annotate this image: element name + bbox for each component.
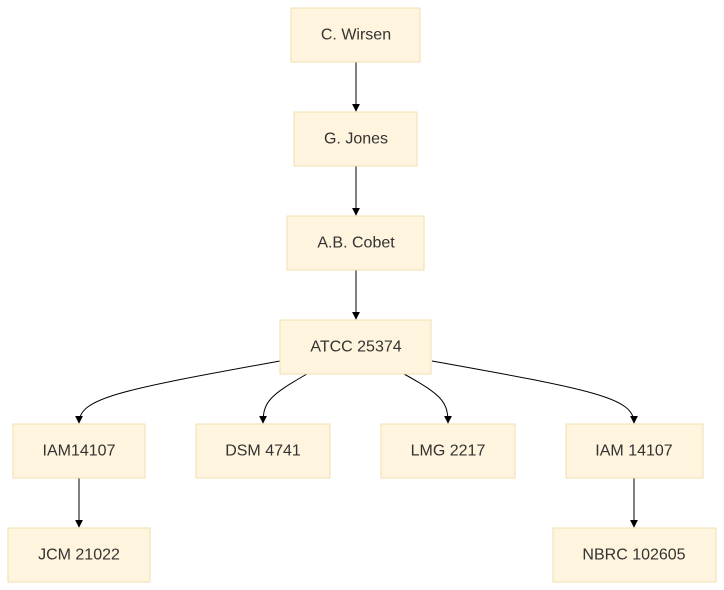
edge-atcc-lmg [403,373,452,424]
edge-atcc-dsm [259,373,308,424]
edges [75,62,638,528]
node-label: NBRC 102605 [582,547,685,564]
node-iam14107b: IAM 14107 [565,423,704,479]
node-label: ATCC 25374 [310,339,401,356]
node-label: C. Wirsen [321,27,391,44]
node-label: G. Jones [324,131,388,148]
node-label: JCM 21022 [38,547,120,564]
node-jcm: JCM 21022 [7,527,151,583]
node-label: DSM 4741 [225,443,301,460]
node-lmg: LMG 2217 [380,423,516,479]
node-label: A.B. Cobet [317,235,395,252]
node-wirsen: C. Wirsen [290,7,421,63]
node-nbrc: NBRC 102605 [552,527,717,583]
node-label: LMG 2217 [411,443,486,460]
node-cobet: A.B. Cobet [286,215,425,271]
node-jones: G. Jones [293,111,418,167]
node-label: IAM14107 [43,443,116,460]
edge-atcc-iam14107a [75,360,281,424]
node-iam14107a: IAM14107 [12,423,146,479]
edge-atcc-iam14107b [431,360,638,424]
node-atcc: ATCC 25374 [279,319,432,375]
node-dsm: DSM 4741 [195,423,331,479]
node-label: IAM 14107 [595,443,672,460]
